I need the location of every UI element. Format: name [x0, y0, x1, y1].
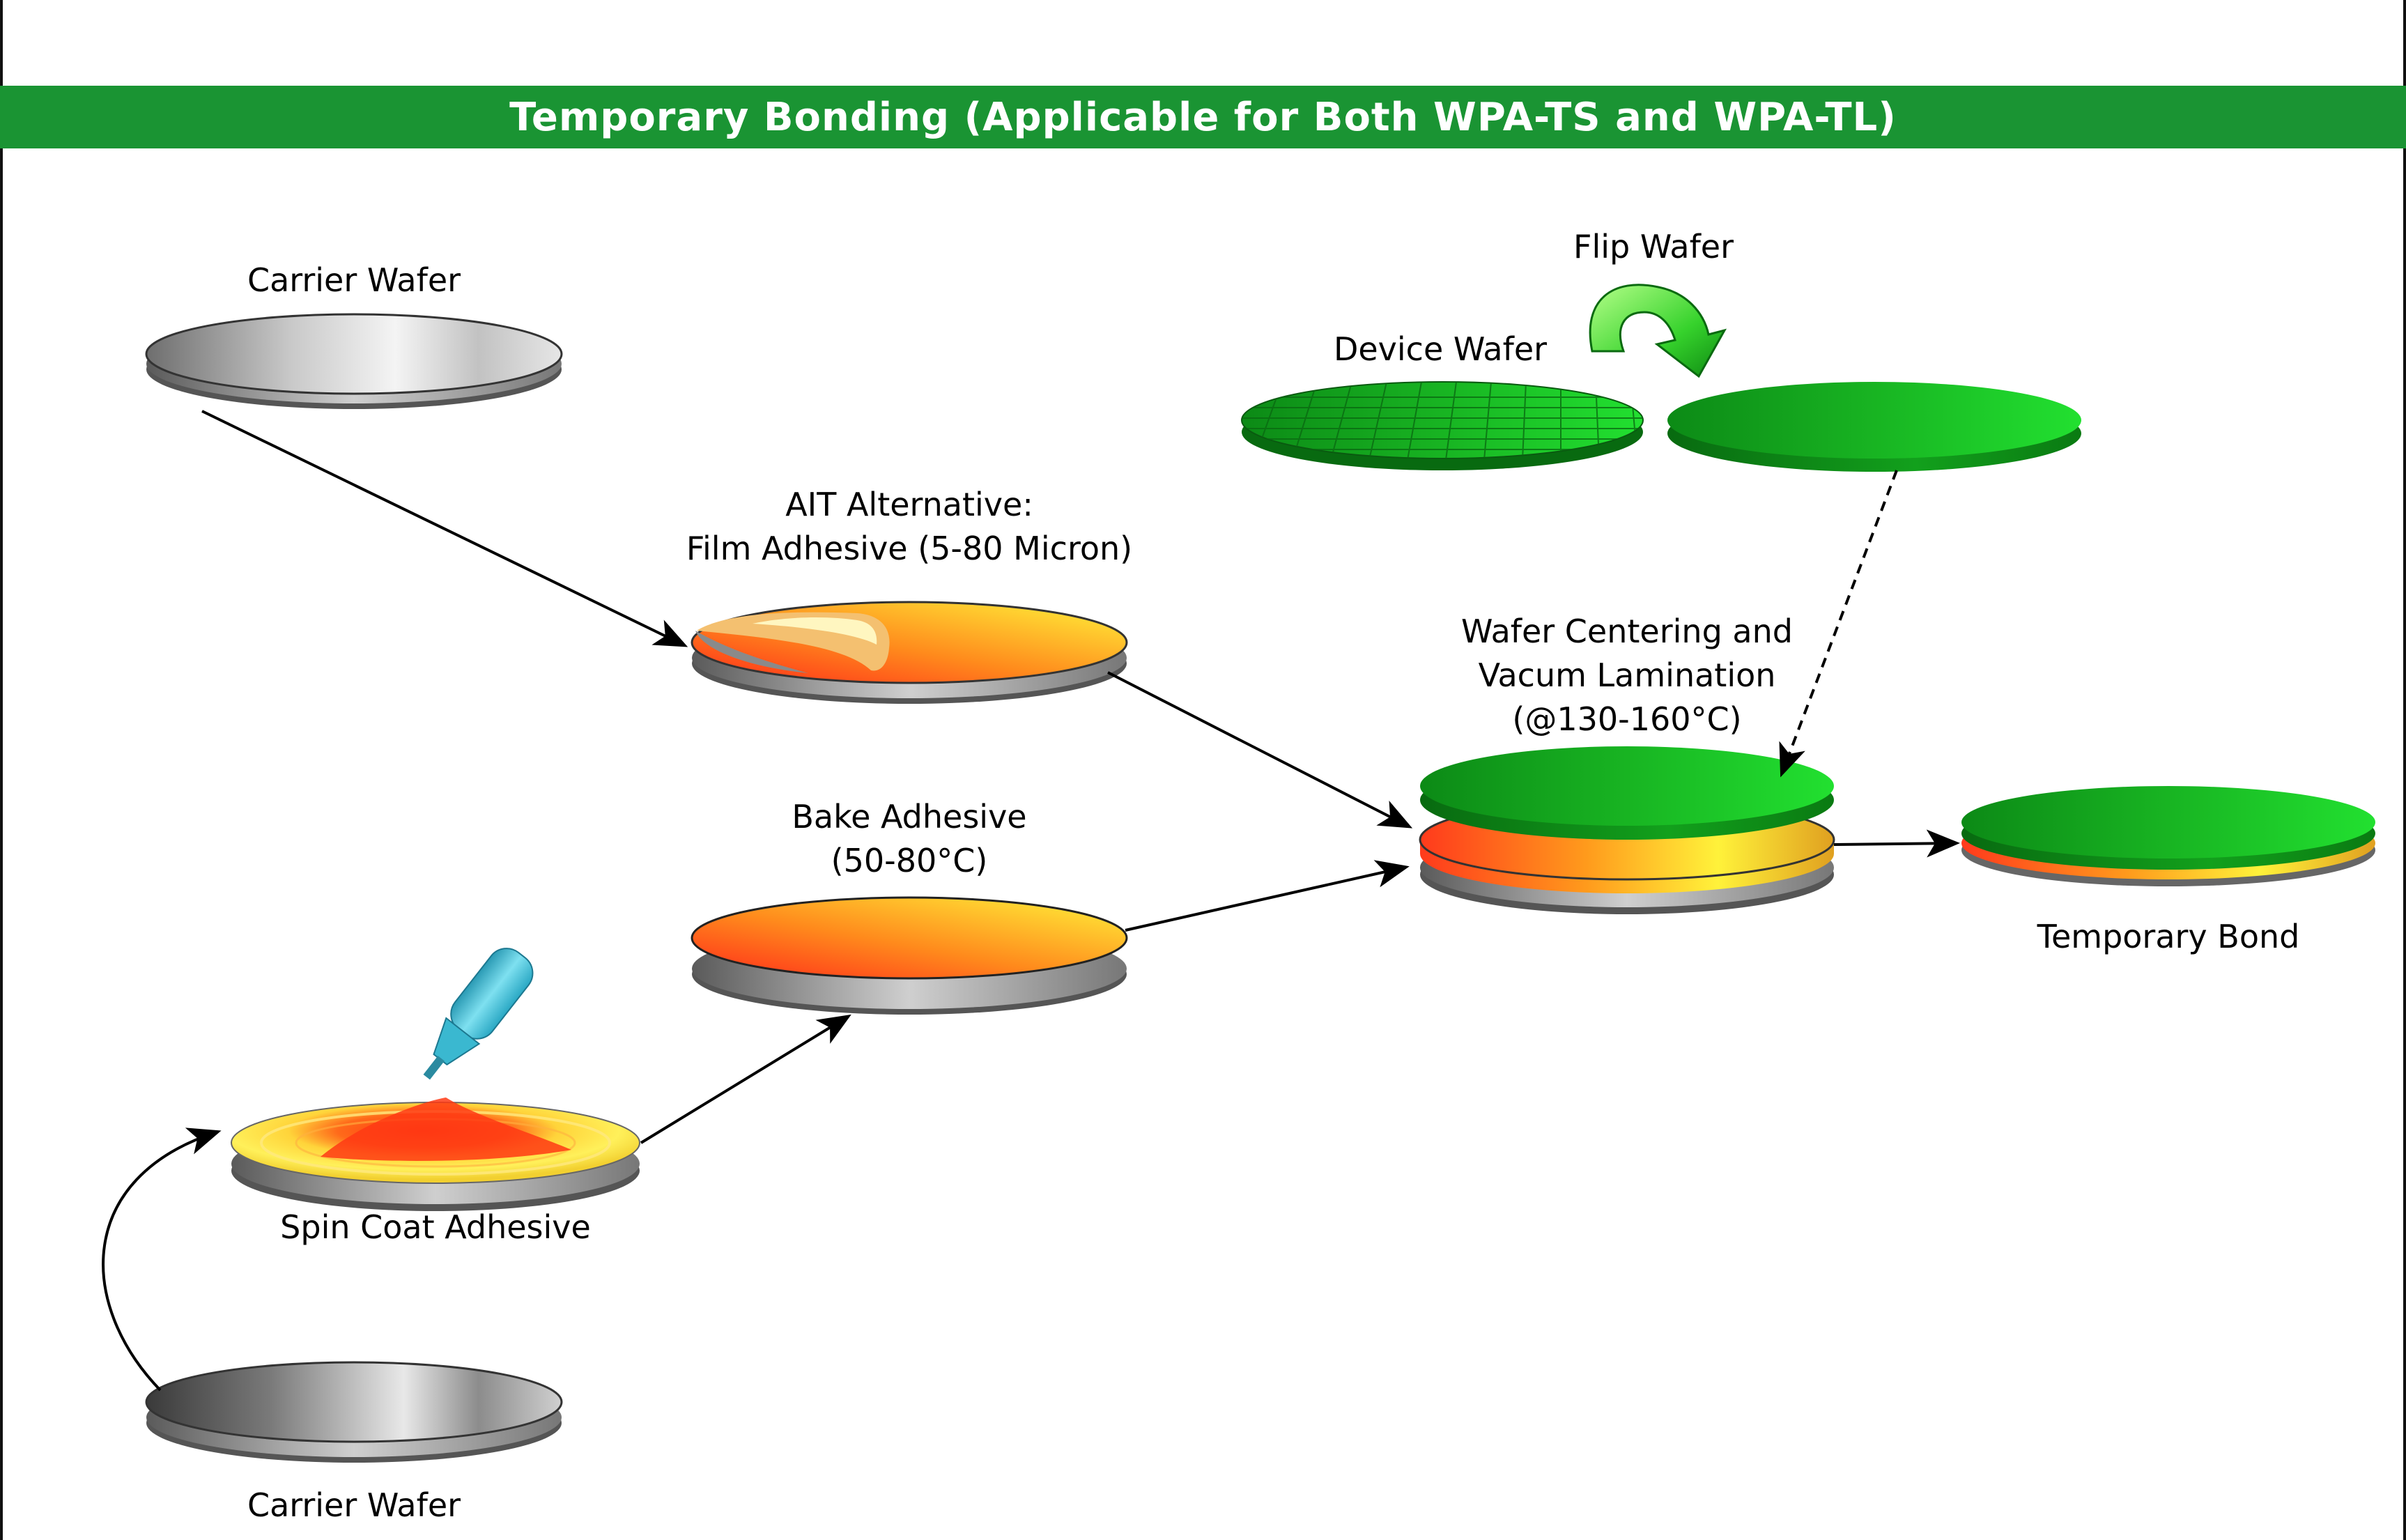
film-adhesive-wafer: [691, 601, 1128, 704]
flipped-device-wafer: [1667, 382, 2081, 472]
spin-coat-label: Spin Coat Adhesive: [280, 1208, 591, 1246]
temporary-bond-wafer: [1961, 786, 2375, 886]
lamination-label-line1: Wafer Centering and: [1461, 613, 1793, 650]
temporary-bond-label: Temporary Bond: [2037, 918, 2300, 955]
arrow-film-to-lamination: [1107, 671, 1413, 829]
right-border: [2403, 0, 2406, 1540]
lamination-stack: [1419, 746, 1835, 914]
carrier-wafer-bottom-label: Carrier Wafer: [247, 1486, 461, 1524]
dispense-bottle-icon: [423, 948, 534, 1080]
flip-wafer-label: Flip Wafer: [1573, 228, 1734, 265]
device-wafer: [1241, 381, 1644, 470]
carrier-wafer-top-label: Carrier Wafer: [247, 261, 461, 299]
arrow-bake-to-lamination: [1125, 860, 1410, 932]
spin-coat-wafer: [231, 1098, 640, 1211]
arrow-flip-to-lamination: [1779, 470, 1898, 778]
page-title: Temporary Bonding (Applicable for Both W…: [509, 94, 1897, 140]
flip-arrow-icon: [1589, 284, 1727, 378]
left-border: [0, 0, 3, 1540]
carrier-wafer-bottom: [145, 1361, 563, 1463]
arrow-spin-to-bake: [640, 1014, 851, 1144]
arrow-carrier-to-spin: [102, 1127, 222, 1392]
process-arrows: [102, 410, 1960, 1392]
lamination-label-line2: Vacum Lamination: [1479, 656, 1776, 694]
film-adhesive-label-line2: Film Adhesive (5-80 Micron): [686, 530, 1132, 567]
bake-adhesive-label-line2: (50-80°C): [831, 842, 988, 879]
film-adhesive-label-line1: AIT Alternative:: [785, 486, 1033, 523]
lamination-label-line3: (@130-160°C): [1512, 700, 1741, 738]
bake-adhesive-label-line1: Bake Adhesive: [792, 798, 1026, 836]
device-wafer-label: Device Wafer: [1334, 330, 1547, 368]
bake-adhesive-wafer: [691, 896, 1128, 1015]
arrow-lamination-to-bond: [1833, 829, 1960, 858]
carrier-wafer-top: [145, 313, 563, 409]
title-banner: Temporary Bonding (Applicable for Both W…: [0, 86, 2406, 148]
arrow-carrier-to-film: [201, 410, 688, 647]
